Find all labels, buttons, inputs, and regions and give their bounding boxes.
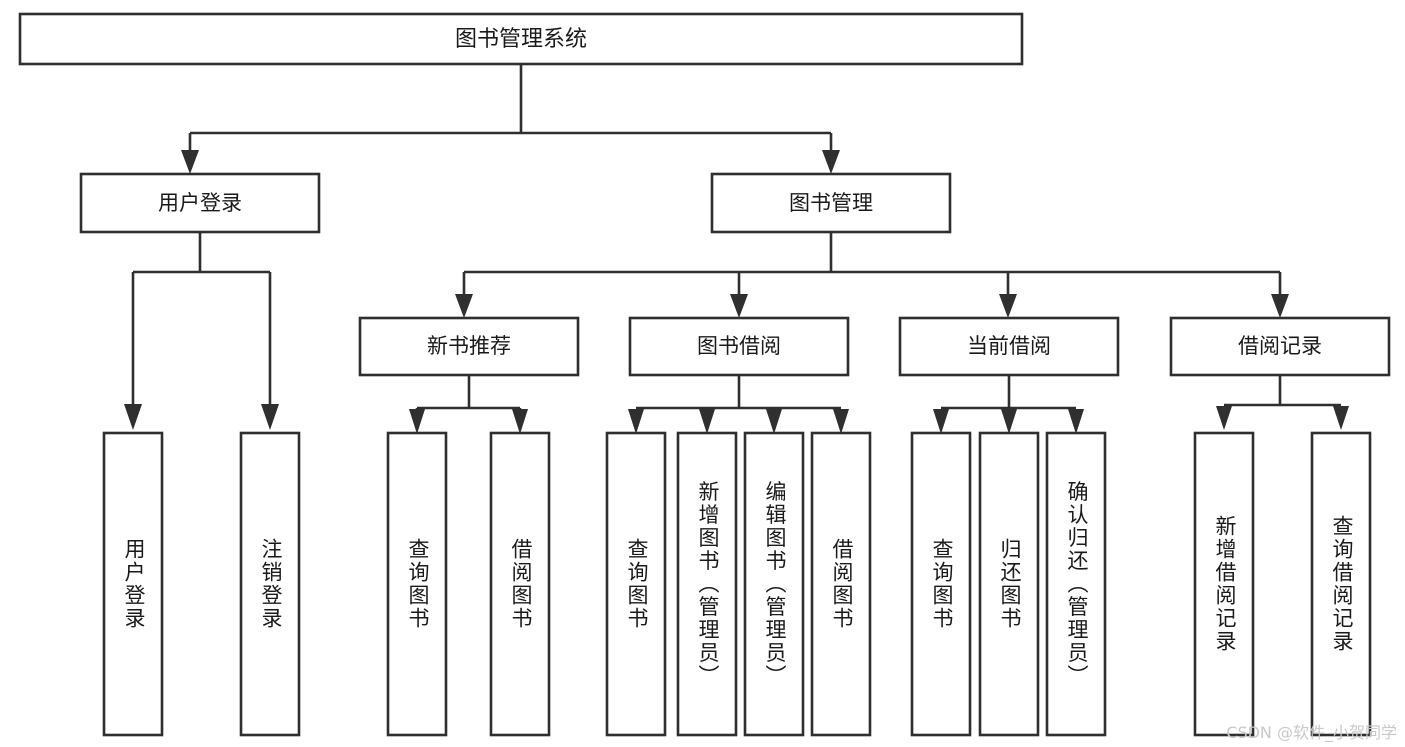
node-new-book-recommend-box[interactable] [358,316,580,377]
node-book-management-label: 图书管理 [789,191,873,215]
node-new-book-recommend-label: 新书推荐 [427,334,511,358]
arrowhead-leaf-user-logout [261,404,279,430]
node-leaf-query-book-2-box[interactable] [605,431,667,737]
node-leaf-query-book-1-label: 查询图书 [406,538,430,630]
connectors [124,64,1349,434]
node-leaf-add-book-box[interactable] [676,431,738,737]
node-book-borrow-box[interactable] [628,316,850,377]
node-leaf-query-book-1-box[interactable] [386,431,448,737]
node-current-borrow-box[interactable] [898,316,1120,377]
node-leaf-add-record-label: 新增借阅记录 [1213,515,1237,653]
node-leaf-borrow-book-2[interactable]: 借阅图书 [810,431,872,737]
node-leaf-query-book-1[interactable]: 查询图书 [386,431,448,737]
node-leaf-confirm-return[interactable]: 确认归还（管理员） [1045,431,1107,737]
node-leaf-query-record[interactable]: 查询借阅记录 [1310,431,1372,737]
node-borrow-record-label: 借阅记录 [1238,334,1322,358]
node-leaf-confirm-return-box[interactable] [1045,431,1107,737]
node-leaf-user-logout-label: 注销登录 [259,538,283,630]
node-leaf-query-book-3-label: 查询图书 [930,538,954,630]
node-leaf-edit-book-box[interactable] [743,431,805,737]
arrowhead-leaf-query-book-1 [409,409,425,434]
arrowhead-book-management [822,150,840,174]
arrowhead-user-login [181,150,199,174]
node-leaf-user-logout[interactable]: 注销登录 [239,431,301,737]
arrowhead-leaf-add-record [1216,406,1232,430]
arrowhead-leaf-query-record [1333,406,1349,430]
arrowhead-new-book-recommend [455,294,473,318]
arrowhead-current-borrow [999,294,1017,318]
node-leaf-return-book-label: 归还图书 [998,538,1022,630]
arrowhead-leaf-return-book [1001,409,1017,434]
node-leaf-add-book-label: 新增图书（管理员） [696,481,720,688]
arrowhead-leaf-borrow-book-1 [512,409,528,434]
arrowhead-leaf-query-book-2 [628,409,644,434]
node-user-login-box[interactable] [79,172,321,234]
node-leaf-user-login-label: 用户登录 [122,538,146,630]
node-leaf-query-book-2-label: 查询图书 [625,538,649,630]
node-current-borrow[interactable]: 当前借阅 [898,316,1120,377]
arrowhead-leaf-confirm-return [1068,409,1084,434]
arrowhead-leaf-add-book [699,409,715,434]
node-book-borrow[interactable]: 图书借阅 [628,316,850,377]
node-leaf-user-login[interactable]: 用户登录 [102,431,164,737]
arrowhead-leaf-edit-book [766,409,782,434]
node-user-login-label: 用户登录 [158,191,242,215]
node-book-management[interactable]: 图书管理 [710,172,952,234]
node-root-label: 图书管理系统 [455,27,587,52]
node-root[interactable]: 图书管理系统 [18,12,1024,66]
node-leaf-borrow-book-1[interactable]: 借阅图书 [489,431,551,737]
node-leaf-query-book-3[interactable]: 查询图书 [910,431,972,737]
node-leaf-confirm-return-label: 确认归还（管理员） [1065,481,1089,688]
node-leaf-edit-book[interactable]: 编辑图书（管理员） [743,431,805,737]
node-leaf-borrow-book-1-label: 借阅图书 [509,538,533,630]
node-leaf-add-book[interactable]: 新增图书（管理员） [676,431,738,737]
arrowhead-borrow-record [1271,294,1289,318]
node-leaf-return-book[interactable]: 归还图书 [978,431,1040,737]
node-leaf-add-record-box[interactable] [1193,431,1255,737]
node-leaf-return-book-box[interactable] [978,431,1040,737]
node-leaf-query-book-2[interactable]: 查询图书 [605,431,667,737]
node-borrow-record[interactable]: 借阅记录 [1169,316,1391,377]
node-current-borrow-label: 当前借阅 [967,334,1051,358]
node-user-login[interactable]: 用户登录 [79,172,321,234]
arrowhead-book-borrow [730,294,748,318]
node-new-book-recommend[interactable]: 新书推荐 [358,316,580,377]
node-borrow-record-box[interactable] [1169,316,1391,377]
node-leaf-add-record[interactable]: 新增借阅记录 [1193,431,1255,737]
node-book-borrow-label: 图书借阅 [697,334,781,358]
node-root-box[interactable] [18,12,1024,66]
node-leaf-query-record-label: 查询借阅记录 [1330,515,1354,653]
watermark-text: CSDN @软件_小贺同学 [1226,723,1397,742]
arrowhead-leaf-query-book-3 [933,409,949,434]
node-leaf-edit-book-label: 编辑图书（管理员） [763,481,787,688]
node-leaf-user-login-box[interactable] [102,431,164,737]
node-leaf-borrow-book-1-box[interactable] [489,431,551,737]
node-leaf-query-record-box[interactable] [1310,431,1372,737]
node-leaf-borrow-book-2-box[interactable] [810,431,872,737]
arrowhead-leaf-user-login [124,404,142,430]
arrowhead-leaf-borrow-book-2 [833,409,849,434]
node-leaf-user-logout-box[interactable] [239,431,301,737]
node-leaf-query-book-3-box[interactable] [910,431,972,737]
node-leaf-borrow-book-2-label: 借阅图书 [830,538,854,630]
node-book-management-box[interactable] [710,172,952,234]
